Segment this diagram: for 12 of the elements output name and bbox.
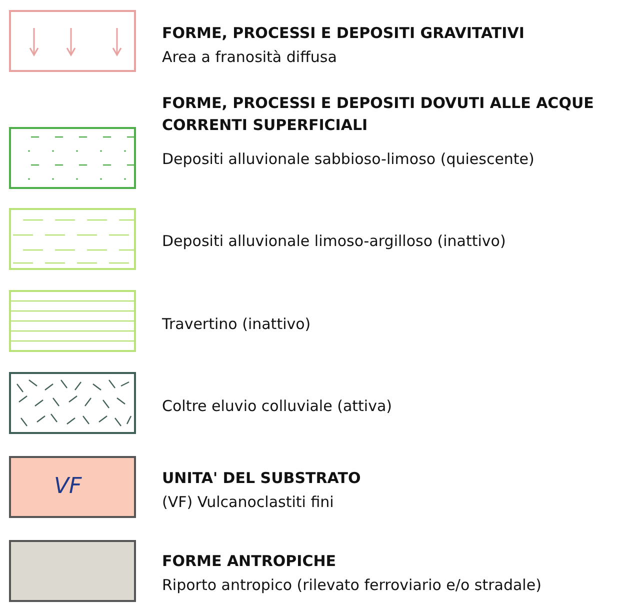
- legend-text: Depositi alluvionale limoso-argilloso (inattivo): [162, 231, 506, 252]
- legend-text: Depositi alluvionale sabbioso-limoso (quiescente): [162, 149, 534, 170]
- swatch-label: VF: [54, 474, 82, 500]
- section-heading: FORME, PROCESSI E DEPOSITI GRAVITATIVI: [162, 23, 526, 44]
- legend-text: Coltre eluvio colluviale (attiva): [162, 396, 392, 417]
- legend-text: Riporto antropico (rilevato ferroviario e/o stradale): [162, 575, 542, 596]
- section-heading: FORME ANTROPICHE: [162, 551, 338, 572]
- section-heading: FORME, PROCESSI E DEPOSITI DOVUTI ALLE ACQUE CORRENTI SUPERFICIALI: [162, 93, 595, 136]
- legend-text: Area a franosità diffusa: [162, 47, 337, 68]
- section-heading: UNITA' DEL SUBSTRATO: [162, 468, 362, 489]
- legend-text: Travertino (inattivo): [162, 314, 311, 335]
- legend-text: (VF) Vulcanoclastiti fini: [162, 492, 334, 513]
